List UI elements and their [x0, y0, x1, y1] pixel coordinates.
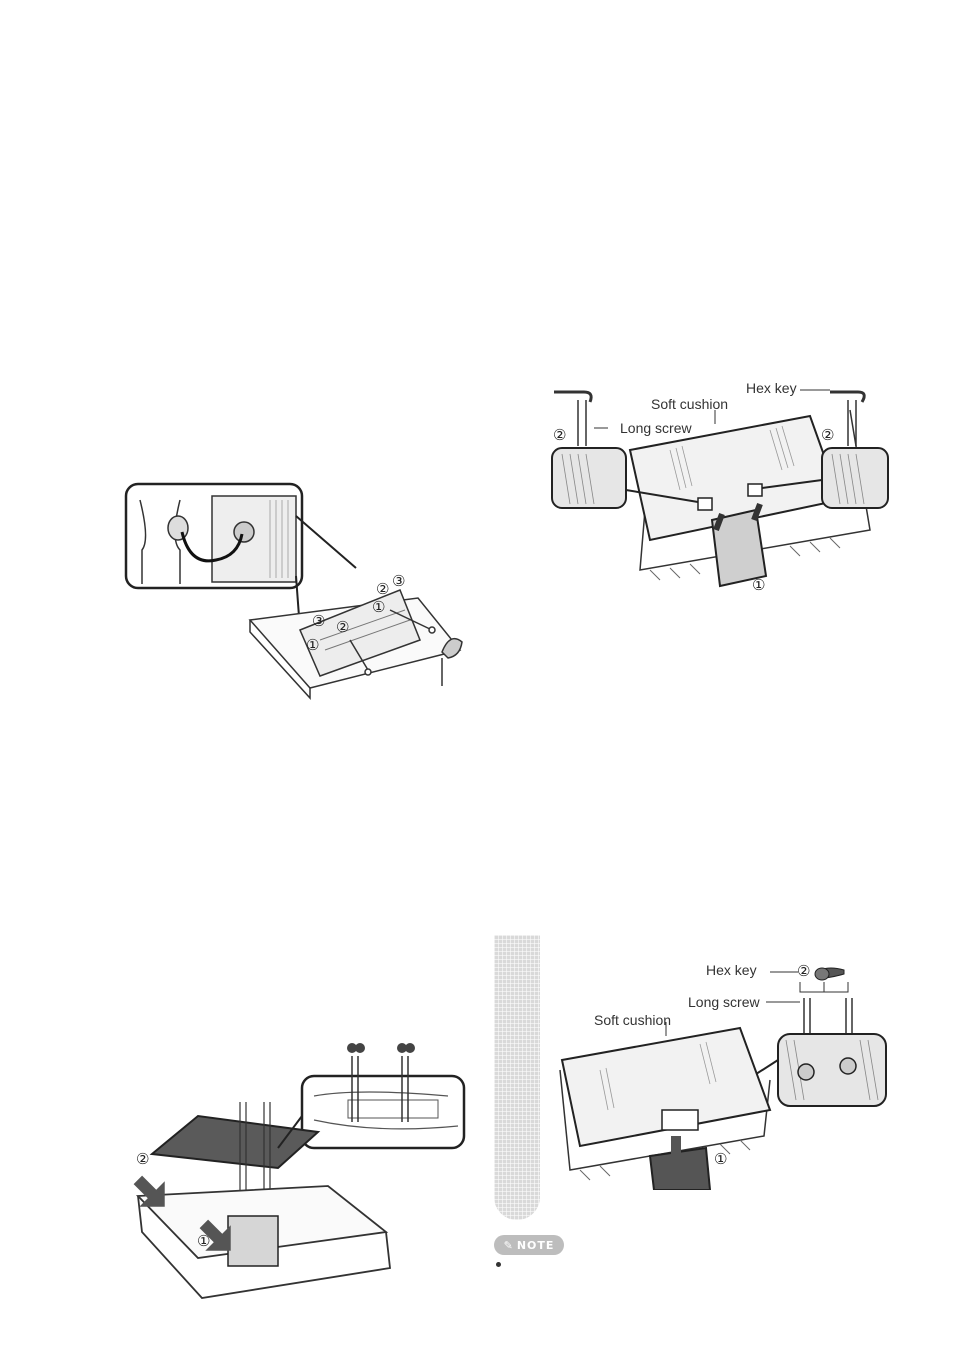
step-number: ①: [306, 636, 319, 654]
step-number: ③: [312, 612, 325, 630]
stand-base-cable-figure: [120, 480, 480, 700]
hex-key-label: Hex key: [746, 380, 797, 396]
step-number: ③: [392, 572, 405, 590]
step-number: ②: [797, 962, 810, 980]
long-screw-label: Long screw: [620, 420, 692, 436]
stand-base-short-screw-figure: [128, 1036, 468, 1306]
pencil-icon: ✎: [504, 1239, 514, 1252]
note-bullet: [496, 1262, 501, 1267]
long-screw-label: Long screw: [688, 994, 760, 1010]
step-number: ①: [752, 576, 765, 594]
step-number: ①: [197, 1232, 210, 1250]
soft-cushion-label: Soft cushion: [594, 1012, 671, 1028]
step-number: ①: [714, 1150, 727, 1168]
step-number: ②: [376, 580, 389, 598]
step-number: ①: [372, 598, 385, 616]
step-number: ②: [136, 1150, 149, 1168]
step-number: ②: [821, 426, 834, 444]
note-badge-label: NOTE: [517, 1239, 555, 1252]
hex-key-label: Hex key: [706, 962, 757, 978]
soft-cushion-label: Soft cushion: [651, 396, 728, 412]
step-number: ②: [336, 618, 349, 636]
note-badge: ✎ NOTE: [494, 1235, 564, 1255]
side-tab-strip: [494, 935, 540, 1220]
step-number: ②: [553, 426, 566, 444]
tv-stand-long-screw-figure: [540, 380, 900, 600]
